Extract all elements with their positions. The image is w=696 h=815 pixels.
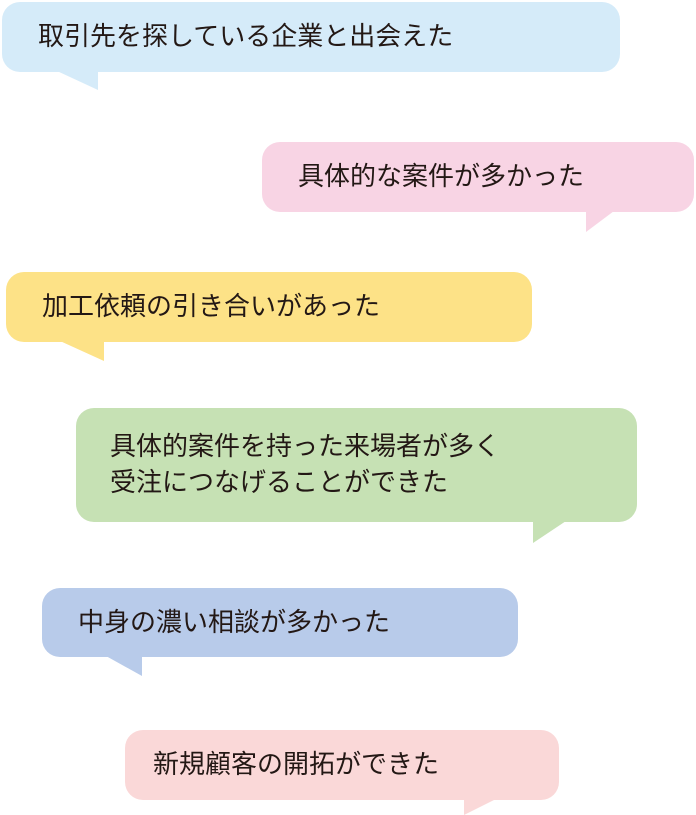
speech-bubble-6: 新規顧客の開拓ができた [125, 730, 559, 800]
speech-bubble-2: 具体的な案件が多かった [262, 142, 694, 212]
speech-bubble-1: 取引先を探している企業と出会えた [2, 2, 620, 72]
speech-bubble-3: 加工依頼の引き合いがあった [6, 272, 532, 342]
bubble-text: 中身の濃い相談が多かった [78, 607, 391, 638]
bubble-text: 加工依頼の引き合いがあった [42, 292, 381, 322]
bubble-text-line-1: 具体的案件を持った来場者が多く [110, 432, 501, 462]
speech-bubble-5: 中身の濃い相談が多かった [42, 588, 518, 657]
bubble-text: 新規顧客の開拓ができた [153, 750, 440, 780]
bubble-text: 取引先を探している企業と出会えた [38, 22, 454, 52]
bubble-text: 具体的な案件が多かった [298, 162, 585, 192]
bubble-text-line-2: 受注につなげることができた [110, 468, 449, 498]
speech-bubble-4: 具体的案件を持った来場者が多く 受注につなげることができた [76, 408, 637, 522]
